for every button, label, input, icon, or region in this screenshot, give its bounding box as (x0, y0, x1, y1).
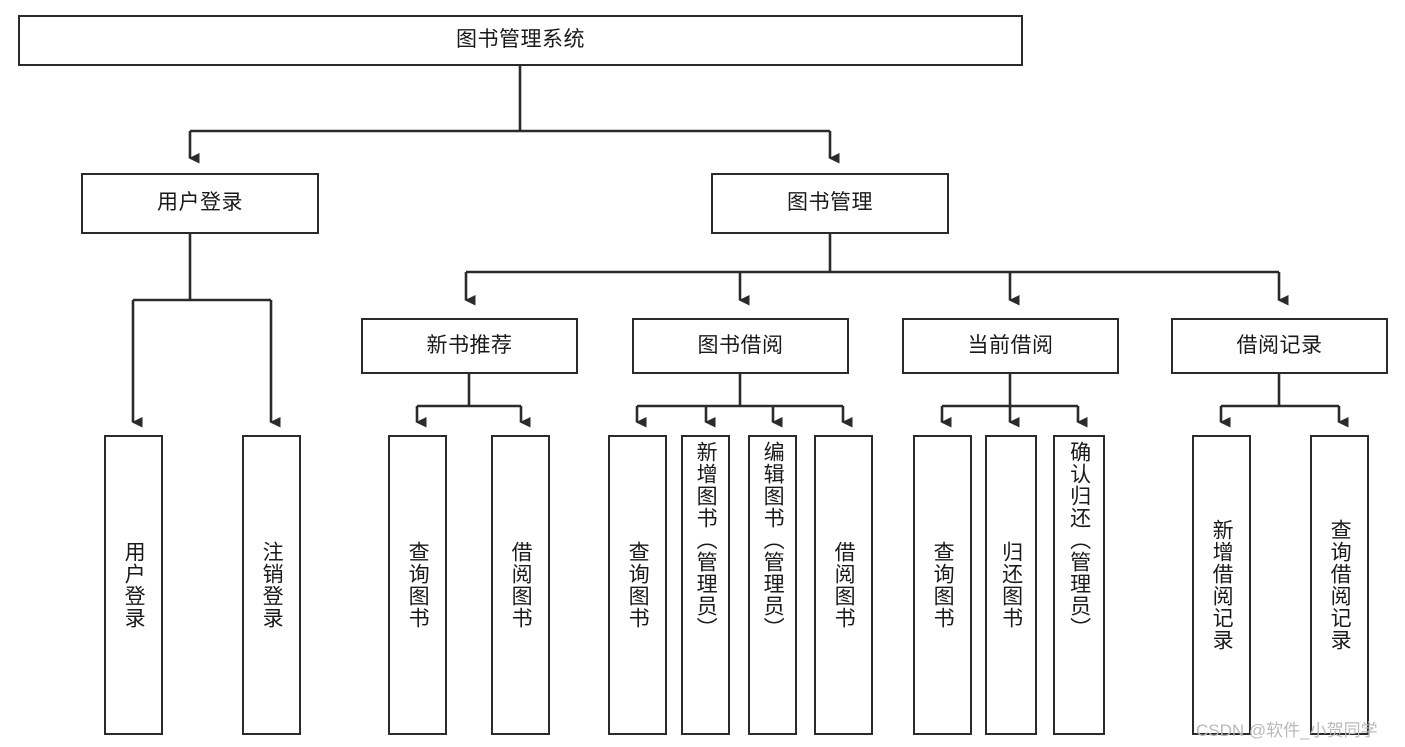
node-leaf-return-book[interactable]: 归还图书 (985, 435, 1037, 735)
node-leaf-borrow-book-2-label: 借阅图书 (832, 541, 856, 629)
node-book-borrow-label: 图书借阅 (697, 333, 784, 357)
node-leaf-return-book-label: 归还图书 (999, 541, 1023, 629)
node-leaf-add-book[interactable]: 新增图书（管理员） (681, 435, 730, 735)
node-leaf-add-record[interactable]: 新增借阅记录 (1192, 435, 1251, 735)
node-leaf-logout-login-label: 注销登录 (260, 541, 284, 629)
node-leaf-user-login[interactable]: 用户登录 (104, 435, 163, 735)
node-current-borrow-label: 当前借阅 (967, 333, 1054, 357)
node-user-login-label: 用户登录 (157, 191, 243, 215)
node-root[interactable]: 图书管理系统 (18, 15, 1023, 66)
node-borrow-record[interactable]: 借阅记录 (1171, 318, 1388, 374)
node-leaf-query-book-1-label: 查询图书 (406, 541, 430, 629)
node-leaf-borrow-book-1-label: 借阅图书 (509, 541, 533, 629)
node-leaf-borrow-book-1[interactable]: 借阅图书 (491, 435, 550, 735)
node-leaf-user-login-label: 用户登录 (122, 541, 146, 629)
node-leaf-confirm-return-label: 确认归还（管理员） (1067, 441, 1091, 639)
node-leaf-logout-login[interactable]: 注销登录 (242, 435, 301, 735)
node-new-book-recommend[interactable]: 新书推荐 (361, 318, 578, 374)
node-leaf-query-book-3-label: 查询图书 (931, 541, 955, 629)
node-borrow-record-label: 借阅记录 (1236, 333, 1323, 357)
node-leaf-confirm-return[interactable]: 确认归还（管理员） (1053, 435, 1105, 735)
node-leaf-query-book-3[interactable]: 查询图书 (913, 435, 972, 735)
csdn-watermark: CSDN @软件_小贺同学 (1196, 721, 1378, 740)
node-leaf-add-record-label: 新增借阅记录 (1210, 519, 1234, 651)
node-leaf-query-book-2[interactable]: 查询图书 (608, 435, 667, 735)
node-root-label: 图书管理系统 (456, 28, 585, 52)
node-leaf-edit-book[interactable]: 编辑图书（管理员） (748, 435, 797, 735)
node-leaf-query-book-2-label: 查询图书 (626, 541, 650, 629)
node-book-management-label: 图书管理 (787, 191, 873, 215)
node-leaf-query-book-1[interactable]: 查询图书 (388, 435, 447, 735)
node-leaf-edit-book-label: 编辑图书（管理员） (761, 441, 785, 639)
node-current-borrow[interactable]: 当前借阅 (902, 318, 1119, 374)
node-leaf-query-record[interactable]: 查询借阅记录 (1310, 435, 1369, 735)
node-book-borrow[interactable]: 图书借阅 (632, 318, 849, 374)
node-leaf-add-book-label: 新增图书（管理员） (694, 441, 718, 639)
node-user-login[interactable]: 用户登录 (81, 173, 319, 234)
node-new-book-recommend-label: 新书推荐 (426, 333, 513, 357)
node-leaf-borrow-book-2[interactable]: 借阅图书 (814, 435, 873, 735)
node-book-management[interactable]: 图书管理 (711, 173, 949, 234)
node-leaf-query-record-label: 查询借阅记录 (1328, 519, 1352, 651)
